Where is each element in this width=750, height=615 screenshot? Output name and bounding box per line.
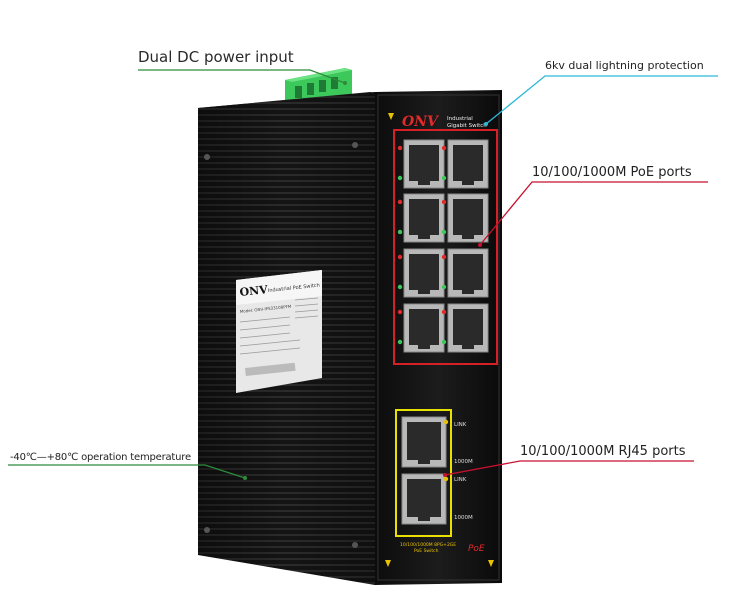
- poe-port-3: [403, 193, 445, 243]
- side-screws: [204, 142, 358, 548]
- dc-power-callout-line: [138, 69, 346, 84]
- poe-port-5: [403, 248, 445, 298]
- poe-led-4-a: [441, 199, 447, 205]
- poe-led-1-a: [397, 145, 403, 151]
- poe-port-2: [447, 139, 489, 189]
- side-label-sticker: ONV Industrial PoE Switch Model: ONV-IPS…: [236, 270, 322, 393]
- poe-led-5-a: [397, 254, 403, 260]
- front-brand: ONV Industrial Gigabit Switch: [388, 113, 487, 130]
- lightning-callout-label: 6kv dual lightning protection: [545, 59, 704, 72]
- poe-ports-highlight-box: [393, 129, 498, 365]
- temperature-callout-line: [8, 464, 246, 479]
- poe-led-8-b: [441, 339, 447, 345]
- poe-led-6-a: [441, 254, 447, 260]
- side-label-text-lines: [239, 297, 319, 355]
- front-product-line-1: Industrial: [447, 116, 473, 122]
- rj45-callout-line: [444, 460, 694, 476]
- lightning-callout-line: [485, 75, 718, 125]
- rj45-port-labels: LINK 1000M LINK 1000M: [454, 422, 473, 521]
- poe-led-7-b: [397, 339, 403, 345]
- rj45-label-link-b: LINK: [454, 477, 467, 483]
- poe-led-2-b: [441, 175, 447, 181]
- rj45-led-2: [443, 476, 449, 482]
- front-brand-logo: ONV: [402, 114, 440, 130]
- front-product-line-2: Gigabit Switch: [447, 123, 487, 129]
- side-label-barcode: [245, 362, 296, 376]
- rj45-port-2: [401, 473, 447, 525]
- front-bottom-text: 10/100/1000M 8PG+2GE PoE Switch PoE: [385, 542, 494, 567]
- poe-led-5-b: [397, 284, 403, 290]
- poe-led-2-a: [441, 145, 447, 151]
- poe-port-8: [447, 303, 489, 353]
- poe-led-8-a: [441, 309, 447, 315]
- poe-callout-line: [479, 181, 708, 246]
- rj45-led-1: [443, 419, 449, 425]
- front-bottom-line-1: 10/100/1000M 8PG+2GE: [400, 542, 456, 548]
- poe-led-7-a: [397, 309, 403, 315]
- poe-port-grid: [397, 139, 489, 353]
- rj45-label-1000m-b: 1000M: [454, 515, 473, 521]
- poe-ports-callout-label: 10/100/1000M PoE ports: [532, 165, 692, 180]
- poe-port-6: [447, 248, 489, 298]
- rj45-ports-callout-label: 10/100/1000M RJ45 ports: [520, 444, 686, 459]
- rj45-port-1: [401, 416, 447, 468]
- poe-port-7: [403, 303, 445, 353]
- poe-led-1-b: [397, 175, 403, 181]
- temperature-callout-label: -40℃—+80℃ operation temperature: [10, 452, 191, 463]
- side-label-model: Model: ONV-IPS33108PFM: [240, 304, 293, 314]
- rj45-port-group: [401, 416, 449, 525]
- front-poe-badge: PoE: [468, 544, 485, 554]
- dc-power-callout-label: Dual DC power input: [138, 48, 294, 66]
- poe-led-3-b: [397, 229, 403, 235]
- rj45-ports-highlight-box: [395, 409, 452, 537]
- poe-led-6-b: [441, 284, 447, 290]
- poe-led-4-b: [441, 229, 447, 235]
- side-label-title: Industrial PoE Switch: [268, 283, 321, 294]
- side-label-brand: ONV: [239, 283, 269, 299]
- poe-port-1: [403, 139, 445, 189]
- poe-led-3-a: [397, 199, 403, 205]
- poe-port-4: [447, 193, 489, 243]
- front-bottom-line-2: PoE Switch: [414, 548, 439, 554]
- rj45-label-link-a: LINK: [454, 422, 467, 428]
- rj45-label-1000m-a: 1000M: [454, 459, 473, 465]
